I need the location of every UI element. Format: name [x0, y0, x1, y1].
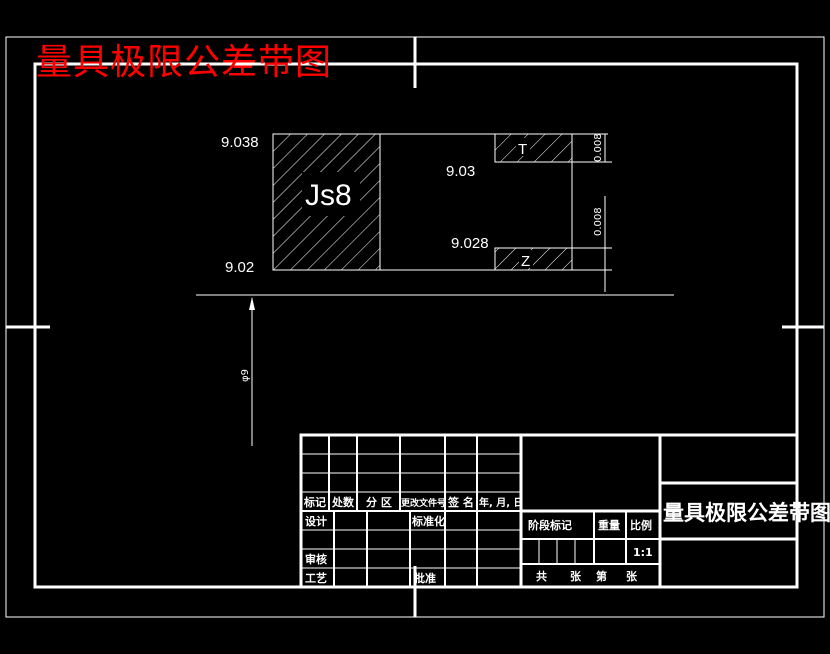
js8-label: Js8 [305, 179, 352, 212]
tb-stage-mark: 阶段标记 [528, 518, 572, 532]
drawing-title: 量具极限公差带图 [36, 42, 332, 83]
js8-upper-value: 9.038 [221, 134, 259, 151]
centering-marks [6, 37, 824, 617]
tb-drawing-name: 量具极限公差带图 [663, 500, 830, 525]
tb-sheets-total: 共 [536, 569, 547, 583]
js8-label-bg [302, 172, 360, 216]
tb-scale-value: 1:1 [633, 546, 653, 559]
t-ref-value: 9.03 [446, 163, 475, 180]
title-block [299, 433, 799, 589]
tb-sheets-unit1: 张 [570, 569, 582, 583]
tb-sheets-unit2: 张 [626, 569, 638, 583]
tb-scale-label: 比例 [630, 518, 652, 532]
t-label-bg [516, 138, 530, 156]
zone-outline [380, 133, 608, 271]
tb-review: 审核 [305, 552, 327, 566]
js8-lower-value: 9.02 [225, 259, 254, 276]
tb-weight: 重量 [598, 518, 620, 532]
tb-col-sign: 签 名 [447, 495, 474, 509]
tb-process: 工艺 [305, 571, 327, 585]
tb-col-zone: 分 区 [366, 495, 392, 509]
tb-design: 设计 [305, 514, 327, 528]
tb-col-doc: 更改文件号 [401, 497, 446, 509]
z-label-bg [519, 250, 533, 268]
tb-standardize: 标准化 [411, 514, 445, 528]
tb-col-date: 年, 月, 日 [479, 496, 524, 509]
dim-extension-lines [572, 134, 612, 292]
z-ref-value: 9.028 [451, 235, 489, 252]
diameter-label: φ9 [240, 369, 251, 382]
tb-approve: 批准 [414, 571, 436, 585]
tb-sheets-no: 第 [596, 569, 607, 583]
t-zone-label: T [518, 141, 527, 158]
t-width-value: 0.008 [593, 133, 604, 162]
z-zone-label: Z [521, 253, 530, 270]
diameter-arrow [249, 297, 255, 310]
tb-col-mark: 标记 [303, 495, 326, 509]
t-zone [494, 133, 573, 163]
gap-value: 0.008 [593, 207, 604, 236]
tb-col-count: 处数 [331, 495, 355, 509]
z-zone [494, 247, 573, 271]
